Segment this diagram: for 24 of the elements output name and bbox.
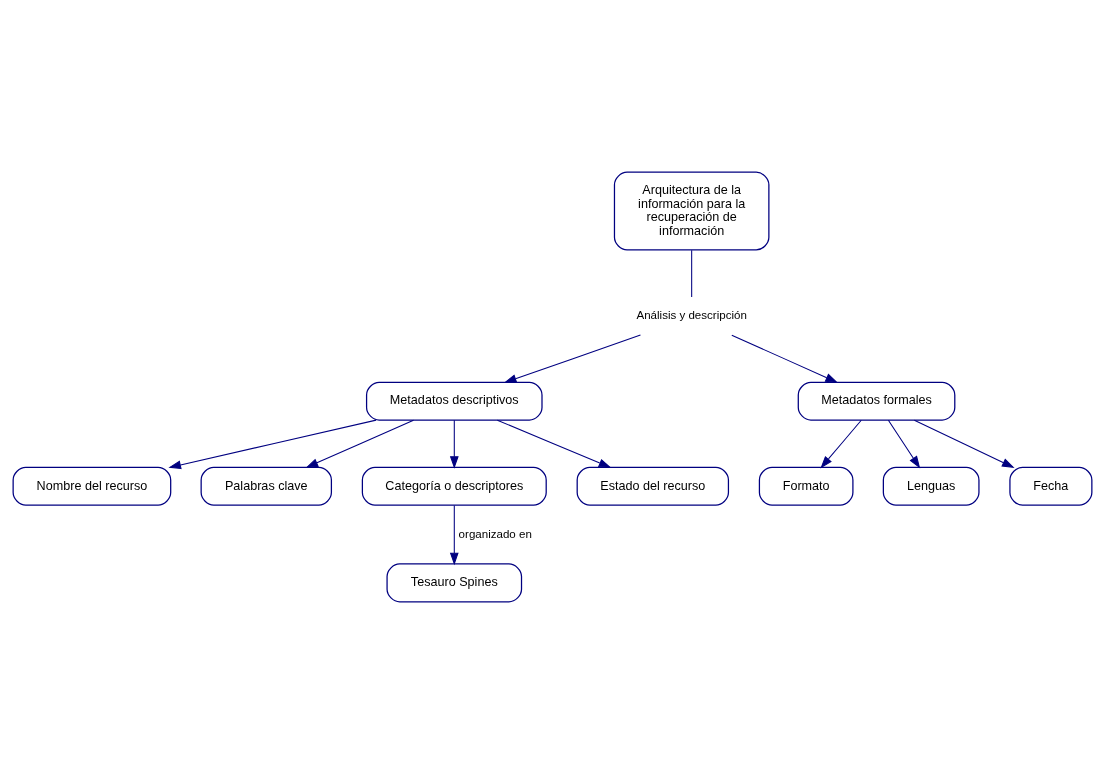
arrow [820, 419, 862, 468]
node-box: Metadatos formales [797, 381, 956, 421]
node-box: Metadatos descriptivos [365, 381, 543, 421]
node-box: Formato [758, 466, 854, 506]
node-box: Fecha [1009, 466, 1093, 506]
arrow [168, 419, 377, 469]
node-box: Lenguas [882, 466, 980, 506]
arrow [887, 419, 921, 469]
node-box: Estado del recurso [576, 466, 730, 506]
connector [691, 249, 693, 298]
edge-label: organizado en [458, 527, 532, 540]
arrow [449, 419, 459, 469]
node-box: Tesauro Spines [386, 562, 523, 602]
arrow [913, 419, 1015, 468]
arrow [503, 334, 641, 383]
node-box: Arquitectura de la información para la recuperación de información [613, 171, 770, 251]
node-text: Análisis y descripción [636, 308, 747, 321]
arrow [305, 419, 415, 468]
node-box: Palabras clave [200, 466, 333, 506]
node-box: Nombre del recurso [12, 466, 172, 506]
arrow [449, 504, 459, 565]
node-box: Categoría o descriptores [361, 466, 547, 506]
arrow [496, 419, 612, 468]
arrow [731, 334, 838, 383]
